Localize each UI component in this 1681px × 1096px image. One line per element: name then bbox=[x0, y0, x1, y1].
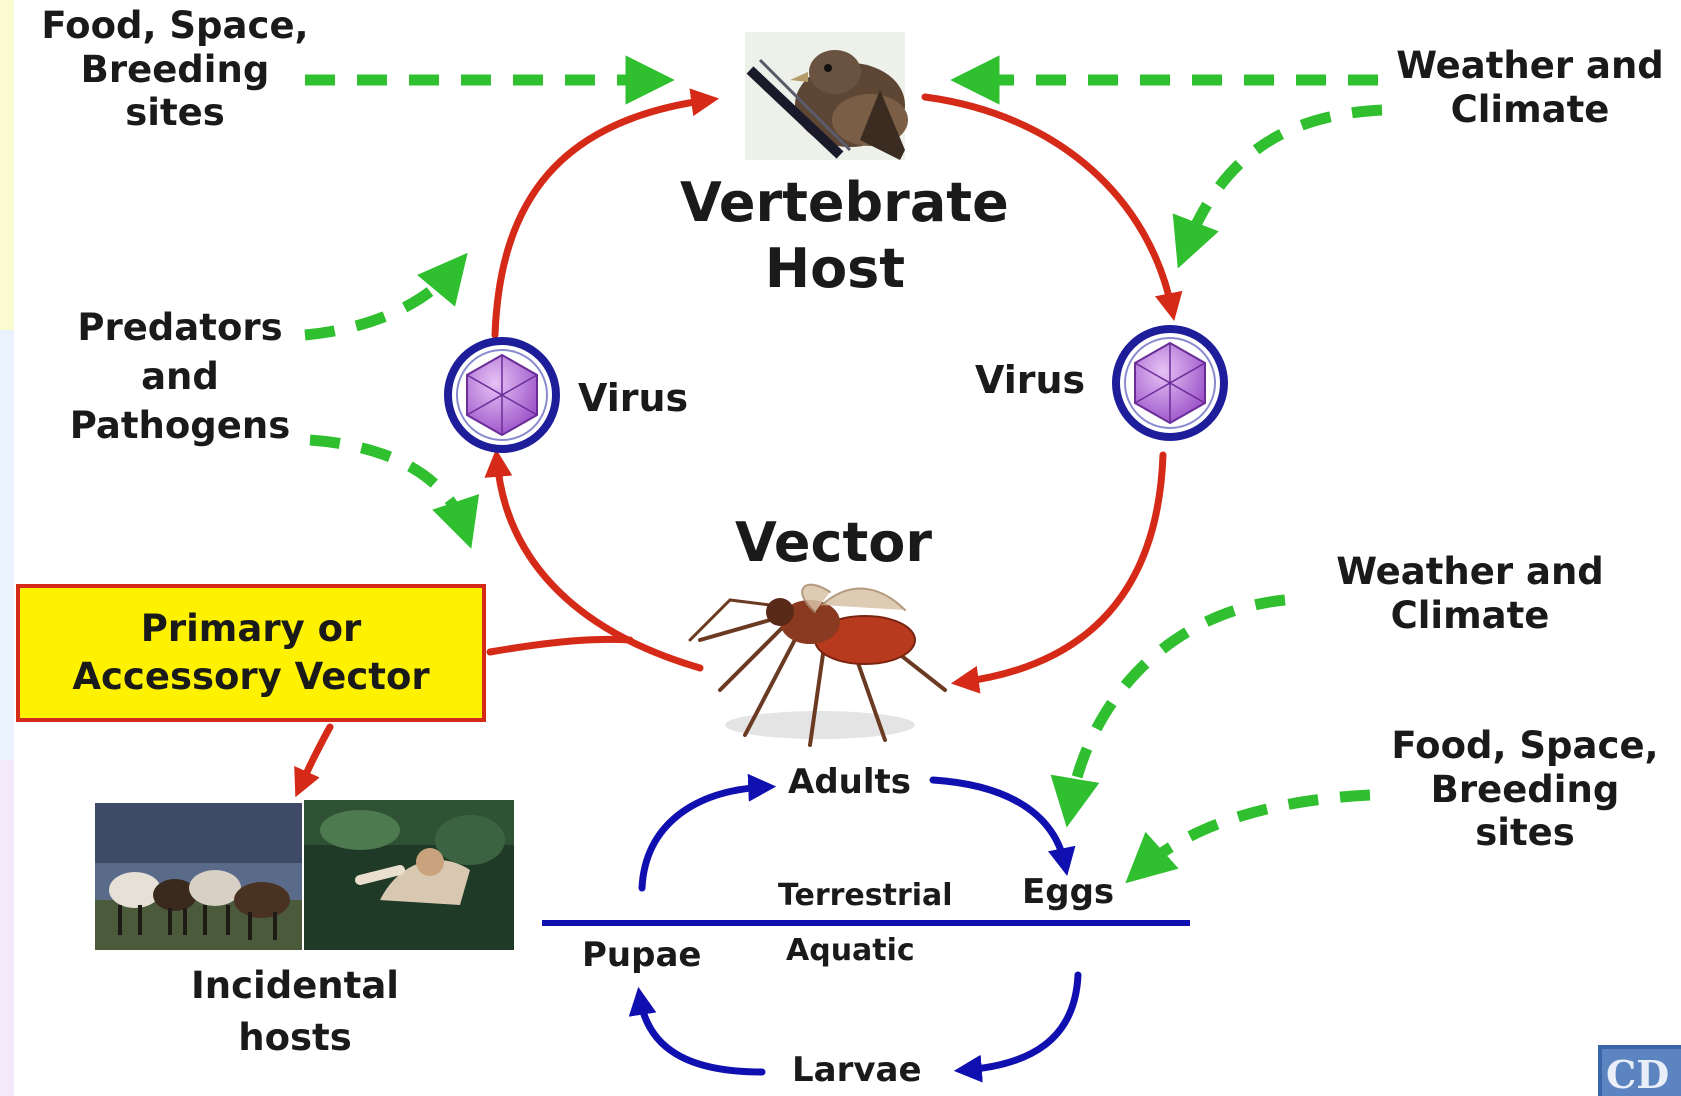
person-photo bbox=[304, 800, 514, 950]
arrow-box-to-incidental bbox=[294, 723, 334, 798]
cdc-logo bbox=[1598, 1045, 1681, 1096]
arrow-predators-to-host bbox=[304, 252, 468, 341]
arrow-larvae-to-pupae bbox=[628, 986, 766, 1076]
virus-icon bbox=[1112, 325, 1228, 441]
mosquito-icon bbox=[688, 583, 947, 747]
arrow-eggs-to-larvae bbox=[953, 971, 1082, 1083]
lifecycle-arrows bbox=[628, 773, 1082, 1083]
arrow-predators-to-vector bbox=[309, 434, 480, 549]
bird-icon bbox=[745, 32, 908, 160]
arrow-adults-to-eggs bbox=[929, 776, 1076, 876]
cdc-logo-text: CD bbox=[1606, 1052, 1670, 1096]
line-vector-to-box bbox=[486, 635, 634, 656]
vector-label: Vector bbox=[735, 511, 933, 574]
edge-strip-purple bbox=[0, 760, 14, 1096]
edge-strip-blue bbox=[0, 330, 14, 760]
eggs-label: Eggs bbox=[1022, 872, 1115, 912]
adults-label: Adults bbox=[788, 762, 912, 802]
transmission-arrows bbox=[294, 88, 1183, 798]
aquatic-label: Aquatic bbox=[786, 933, 915, 968]
virus-icon bbox=[444, 337, 560, 453]
edge-strip-yellow bbox=[0, 0, 14, 330]
arrow-vector-to-virus bbox=[484, 448, 704, 672]
primary-vector-line-1: Primary or bbox=[140, 606, 362, 650]
primary-vector-line-2: Accessory Vector bbox=[72, 655, 430, 698]
arrow-weather-to-eggs bbox=[1050, 594, 1286, 828]
primary-vector-box: Primary or Accessory Vector bbox=[16, 584, 486, 722]
pupae-label: Pupae bbox=[582, 935, 702, 975]
virus-label-right: Virus bbox=[975, 358, 1086, 402]
arrow-food-to-eggs bbox=[1125, 789, 1371, 884]
larvae-label: Larvae bbox=[792, 1050, 922, 1090]
arrow-pupae-to-adults bbox=[638, 773, 777, 892]
terrestrial-label: Terrestrial bbox=[778, 878, 953, 913]
arrow-virus-to-vector bbox=[950, 451, 1167, 694]
arrow-host-to-virus bbox=[921, 93, 1183, 321]
virus-label-left: Virus bbox=[578, 376, 689, 420]
horses-photo bbox=[95, 803, 302, 950]
environment-arrows bbox=[304, 55, 1383, 884]
arrow-weather-to-virus bbox=[1172, 104, 1383, 269]
arrow-virus-to-host bbox=[491, 88, 720, 339]
